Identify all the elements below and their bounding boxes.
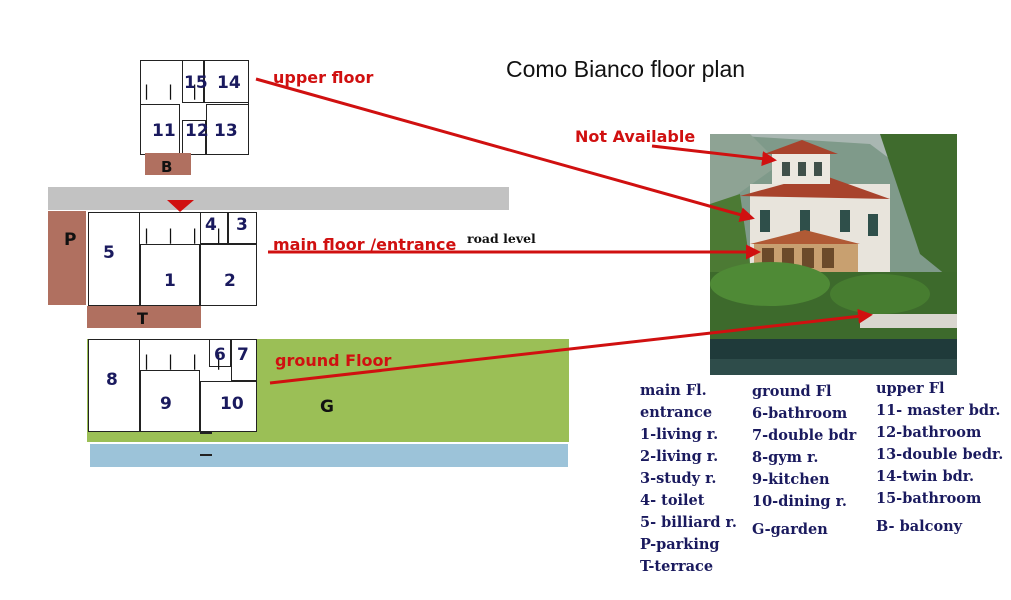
legend-item: 11- master bdr.	[876, 402, 1001, 419]
legend-item: 1-living r.	[640, 426, 719, 443]
balcony-label: B	[161, 158, 173, 176]
room-number-14: 14	[217, 73, 241, 93]
legend-item: entrance	[640, 404, 713, 421]
balcony-area	[145, 153, 191, 175]
legend-item: 6-bathroom	[752, 405, 848, 422]
room-10	[200, 381, 257, 432]
room-number-10: 10	[220, 394, 244, 414]
road-strip	[48, 187, 509, 210]
page-title: Como Bianco floor plan	[506, 56, 746, 82]
room-number-4: 4	[205, 215, 217, 235]
main-floor-label: main floor /entrance	[273, 235, 457, 254]
room-14	[204, 60, 249, 103]
room-number-1: 1	[164, 271, 176, 291]
room-13	[206, 104, 249, 155]
legend-item: P-parking	[640, 536, 720, 553]
stairs-upper: | | |	[142, 82, 203, 100]
legend-ground-floor: ground Fl 6-bathroom 7-double bdr 8-gym r. 9…	[752, 381, 856, 541]
parking-label: P	[64, 230, 77, 250]
room-number-5: 5	[103, 243, 115, 263]
room-number-6: 6	[214, 345, 226, 365]
room-2	[200, 244, 257, 306]
lake-strip	[90, 444, 568, 467]
legend-item: B- balcony	[876, 518, 963, 535]
legend-upper-floor: upper Fl 11- master bdr. 12-bathroom 13-dou…	[876, 378, 1003, 538]
room-6	[209, 339, 231, 367]
legend-item: 5- billiard r.	[640, 514, 737, 531]
room-12	[182, 120, 206, 155]
legend-item: 12-bathroom	[876, 424, 982, 441]
room-5	[88, 212, 140, 306]
dock-mark-1	[200, 432, 212, 434]
villa-illustration	[710, 134, 957, 375]
room-number-12: 12	[185, 121, 209, 141]
room-3	[228, 212, 257, 244]
room-7	[231, 339, 257, 381]
room-number-9: 9	[160, 394, 172, 414]
legend-item: 3-study r.	[640, 470, 717, 487]
legend-item: 15-bathroom	[876, 490, 982, 507]
room-number-11: 11	[152, 121, 176, 141]
room-number-15: 15	[184, 73, 208, 93]
villa-photo	[710, 134, 957, 375]
room-number-2: 2	[224, 271, 236, 291]
legend-item: G-garden	[752, 521, 828, 538]
parking-area	[48, 211, 86, 305]
terrace-label: T	[137, 309, 148, 328]
room-number-8: 8	[106, 370, 118, 390]
legend-item: 8-gym r.	[752, 449, 819, 466]
legend-item: 9-kitchen	[752, 471, 830, 488]
legend-item: 10-dining r.	[752, 493, 847, 510]
room-4	[200, 212, 228, 244]
legend-item: 7-double bdr	[752, 427, 857, 444]
legend-item: upper Fl	[876, 380, 945, 397]
room-15	[182, 60, 204, 103]
terrace-area	[87, 306, 201, 328]
not-available-label: Not Available	[575, 127, 696, 146]
legend-item: 4- toilet	[640, 492, 705, 509]
legend-item: 13-double bedr.	[876, 446, 1004, 463]
room-1	[140, 244, 200, 306]
ground-floor-label: ground Floor	[275, 351, 392, 370]
road-level-label: road level	[467, 231, 536, 246]
room-9	[140, 370, 200, 432]
legend-item: ground Fl	[752, 383, 832, 400]
stairs-main: | | | |	[142, 226, 227, 244]
room-number-13: 13	[214, 121, 238, 141]
stairs-ground: | | | |	[142, 352, 227, 370]
legend-main-floor: main Fl. entrance 1-living r. 2-living r. 3-…	[640, 380, 737, 578]
room-11	[140, 104, 180, 155]
legend-item: 2-living r.	[640, 448, 719, 465]
garden-label: G	[320, 397, 334, 417]
dock-mark-2	[200, 454, 212, 456]
room-number-7: 7	[237, 345, 249, 365]
legend-item: 14-twin bdr.	[876, 468, 975, 485]
upper-floor-label: upper floor	[273, 68, 374, 87]
legend-item: main Fl.	[640, 382, 707, 399]
room-8	[88, 339, 140, 432]
legend-item: T-terrace	[640, 558, 714, 575]
room-number-3: 3	[236, 215, 248, 235]
